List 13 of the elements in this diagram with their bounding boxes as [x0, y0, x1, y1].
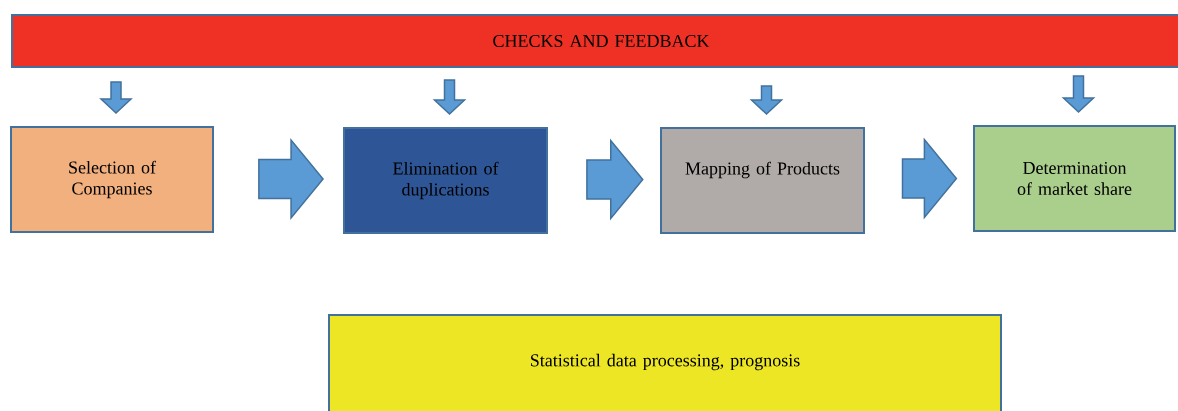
arrow — [901, 137, 958, 220]
arrow — [586, 138, 644, 221]
process-box: Mapping of Products — [660, 127, 865, 234]
arrow — [1061, 75, 1096, 113]
arrow — [749, 85, 784, 115]
arrow — [99, 81, 133, 114]
arrow — [258, 137, 325, 221]
banner-bar: CHECKS AND FEEDBACK — [11, 14, 1178, 68]
process-box: Selection of Companies — [10, 126, 214, 233]
process-box: Elimination of duplications — [343, 127, 548, 234]
arrow — [432, 79, 467, 115]
process-box: Determination of market share — [973, 125, 1176, 232]
process-box: Statistical data processing, prognosis — [328, 314, 1002, 411]
